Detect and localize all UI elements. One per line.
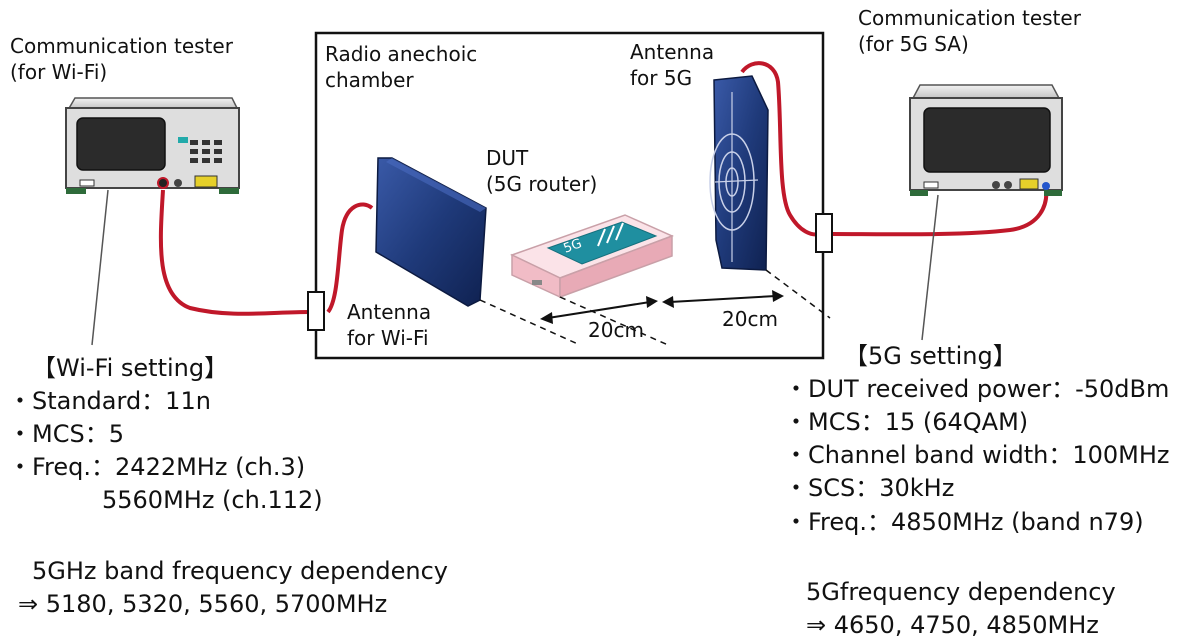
chamber-label: Radio anechoic chamber xyxy=(325,42,477,93)
wifi-tester-device xyxy=(65,97,240,194)
wifi-cable xyxy=(158,189,311,316)
antenna-wifi-label-line1: Antenna xyxy=(347,300,432,324)
5g-setting-item: ・MCS：15 (64QAM) xyxy=(784,408,1029,437)
5g-feedthrough-connector xyxy=(815,213,833,253)
5g-sa-tester-label-line2: (for 5G SA) xyxy=(858,31,969,56)
wifi-tester-label-line1: Communication tester xyxy=(10,34,233,58)
antenna-wifi-label-line2: for Wi-Fi xyxy=(347,325,429,350)
5g-sa-tester-label: Communication tester (for 5G SA) xyxy=(858,6,1081,57)
dashed-line-dut xyxy=(559,296,669,346)
chamber-label-line2: chamber xyxy=(325,67,414,92)
5g-sa-tester-device xyxy=(909,84,1063,196)
wifi-antenna-cable xyxy=(326,202,374,314)
chamber-label-line1: Radio anechoic xyxy=(325,42,478,66)
wifi-tester-label-line2: (for Wi-Fi) xyxy=(10,59,108,84)
distance-label-right: 20cm xyxy=(722,307,778,331)
dashed-line-wifi-antenna xyxy=(479,299,581,346)
wifi-setting-item: ・Freq.：2422MHz (ch.3) xyxy=(8,453,306,482)
dut-label-line1: DUT xyxy=(486,146,529,170)
wifi-antenna-panel xyxy=(375,157,487,307)
5g-setting-item: ・DUT received power：-50dBm xyxy=(784,375,1170,404)
5g-sa-tester-label-line1: Communication tester xyxy=(858,6,1081,30)
5g-dependency-line2: ⇒ 4650, 4750, 4850MHz xyxy=(806,611,1099,640)
5g-setting-heading: 【5G setting】 xyxy=(844,342,1017,370)
wifi-setting-block: 【Wi-Fi setting】 ・Standard：11n ・MCS：5 ・Fr… xyxy=(8,352,323,518)
dut-router xyxy=(510,214,674,299)
dut-screen-label: 5G xyxy=(562,236,584,256)
wifi-dependency-line1: 5GHz band frequency dependency xyxy=(32,557,448,585)
distance-arrow-right xyxy=(662,290,784,308)
antenna-5g-label: Antenna for 5G xyxy=(630,40,714,91)
distance-label-left: 20cm xyxy=(588,318,644,342)
wifi-pointer-line xyxy=(91,189,109,346)
wifi-dependency-note: 5GHz band frequency dependency ⇒ 5180, 5… xyxy=(18,555,448,621)
5g-dependency-note: 5Gfrequency dependency ⇒ 4650, 4750, 485… xyxy=(806,576,1116,642)
wifi-setting-item: ・Standard：11n xyxy=(8,387,211,416)
wifi-setting-heading: 【Wi-Fi setting】 xyxy=(32,354,229,382)
5g-dependency-line1: 5Gfrequency dependency xyxy=(806,578,1116,606)
antenna-5g-label-line1: Antenna xyxy=(630,40,715,64)
5g-antenna-panel xyxy=(709,75,769,271)
antenna-5g-label-line2: for 5G xyxy=(630,65,693,90)
wifi-setting-item: ・MCS：5 xyxy=(8,420,124,449)
5g-setting-item: ・Freq.：4850MHz (band n79) xyxy=(784,507,1144,536)
antenna-wifi-label: Antenna for Wi-Fi xyxy=(347,300,431,351)
dut-label-line2: (5G router) xyxy=(486,171,598,196)
distance-arrow-left xyxy=(540,296,658,324)
5g-setting-item: ・Channel band width：100MHz xyxy=(784,441,1170,470)
dut-label: DUT (5G router) xyxy=(486,146,597,197)
wifi-feedthrough-connector xyxy=(307,291,325,331)
5g-setting-block: 【5G setting】 ・DUT received power：-50dBm … xyxy=(784,340,1170,539)
wifi-tester-label: Communication tester (for Wi-Fi) xyxy=(10,34,233,85)
5g-antenna-cable xyxy=(740,61,821,237)
dashed-line-5g-antenna xyxy=(765,269,831,319)
wifi-dependency-line2: ⇒ 5180, 5320, 5560, 5700MHz xyxy=(18,590,388,619)
5g-pointer-line xyxy=(921,194,939,341)
5g-sa-cable xyxy=(831,187,1049,237)
anechoic-chamber-box xyxy=(314,31,825,360)
5g-setting-item: ・SCS：30kHz xyxy=(784,474,955,503)
wifi-setting-item: 5560MHz (ch.112) xyxy=(102,486,323,515)
